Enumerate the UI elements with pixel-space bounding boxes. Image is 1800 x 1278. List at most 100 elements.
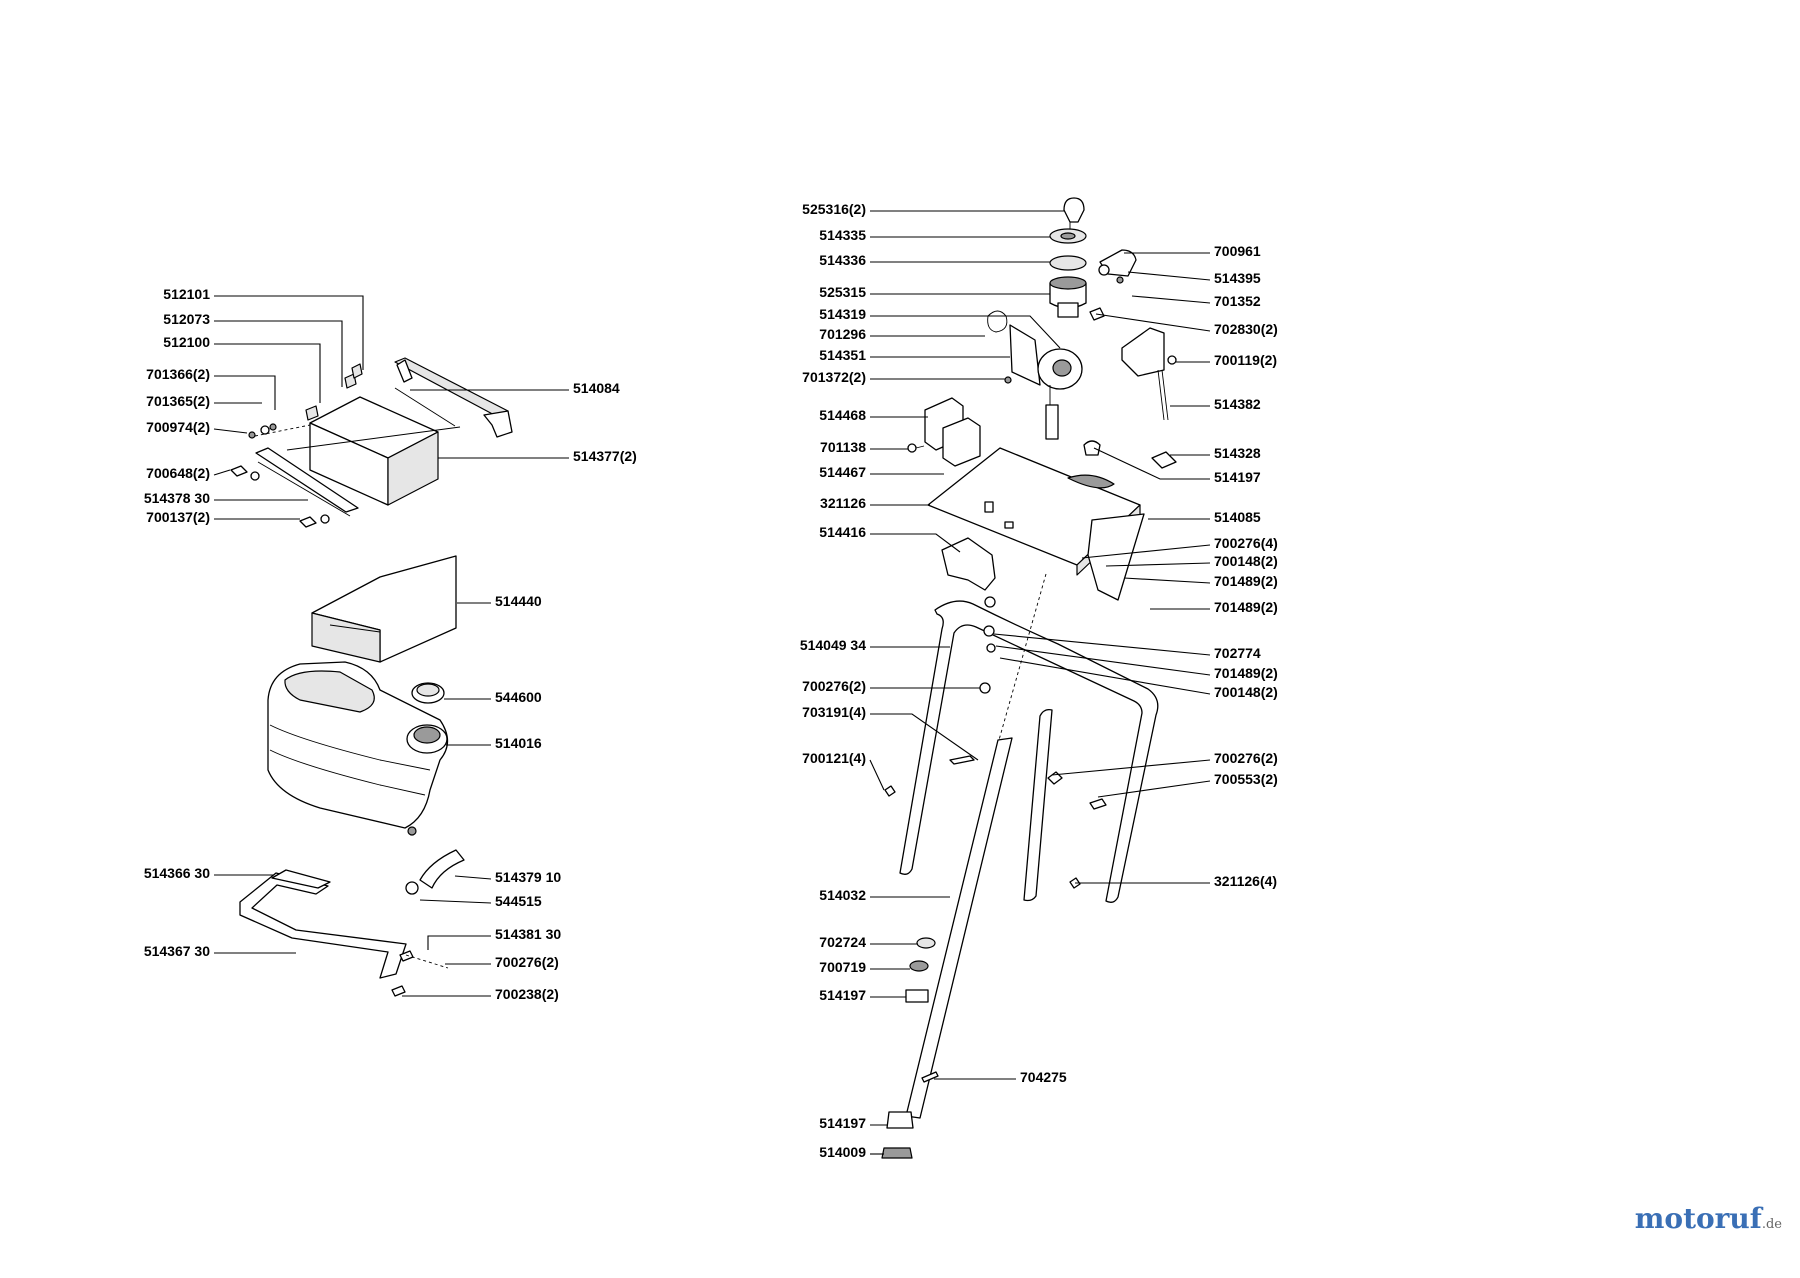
- right-part-number-label: 701489(2): [1214, 665, 1278, 681]
- right-part-number-label: 700121(4): [802, 750, 866, 766]
- right-part-number-label: 514032: [819, 887, 866, 903]
- right-part-number-label: 704275: [1020, 1069, 1067, 1085]
- left-part-number-label: 514379 10: [495, 869, 561, 885]
- left-leader-line: [214, 295, 364, 370]
- choke-lever-assembly: [1083, 249, 1177, 469]
- handlebar: [884, 537, 1159, 903]
- right-part-number-label: 514328: [1214, 445, 1261, 461]
- right-part-number-label: 701489(2): [1214, 599, 1278, 615]
- right-leader-line: [1081, 544, 1211, 559]
- dash-plate: [927, 447, 1145, 601]
- left-part-number-label: 544515: [495, 893, 542, 909]
- left-part-number-label: 544600: [495, 689, 542, 705]
- right-part-number-label: 514335: [819, 227, 866, 243]
- right-part-number-label: 701296: [819, 326, 866, 342]
- right-part-number-label: 703191(4): [802, 704, 866, 720]
- right-part-number-label: 700119(2): [1214, 352, 1277, 368]
- left-leader-line: [214, 375, 276, 410]
- right-leader-line: [993, 633, 1211, 656]
- left-leader-line: [213, 428, 248, 434]
- battery-cover: [311, 555, 457, 663]
- right-part-number-label: 700553(2): [1214, 771, 1278, 787]
- right-part-number-label: 700961: [1214, 243, 1261, 259]
- right-part-number-label: 702724: [819, 934, 866, 950]
- right-part-number-label: 321126(4): [1214, 873, 1277, 889]
- left-leader-line: [427, 935, 491, 950]
- right-part-number-label: 701138: [820, 439, 866, 455]
- brand-watermark[interactable]: motoruf.de: [1635, 1202, 1782, 1235]
- left-leader-line: [213, 469, 231, 476]
- left-part-number-label: 700974(2): [146, 419, 210, 435]
- right-part-number-label: 700276(4): [1214, 535, 1278, 551]
- right-part-number-label: 514395: [1214, 270, 1261, 286]
- brand-tld: .de: [1761, 1217, 1782, 1232]
- left-part-number-label: 514016: [495, 735, 542, 751]
- right-part-number-label: 514197: [1214, 469, 1261, 485]
- right-callouts: 525316(2) 514335 514336 525315 514319 701296 5…: [800, 201, 1278, 1160]
- left-part-number-label: 514366 30: [144, 865, 210, 881]
- left-leader-line: [214, 343, 321, 403]
- right-part-number-label: 700276(2): [1214, 750, 1278, 766]
- brand-logo-text: motoruf: [1634, 1202, 1762, 1235]
- right-part-number-label: 702830(2): [1214, 321, 1278, 337]
- right-part-number-label: 701352: [1214, 293, 1261, 309]
- left-part-number-label: 512101: [163, 286, 210, 302]
- right-part-number-label: 514197: [819, 987, 866, 1003]
- left-part-number-label: 512100: [163, 334, 210, 350]
- right-leader-line: [1097, 780, 1211, 798]
- right-part-number-label: 700719: [819, 959, 866, 975]
- right-leader-line: [1093, 447, 1210, 480]
- battery-box-assembly: [230, 357, 513, 528]
- right-part-number-label: 514351: [819, 347, 866, 363]
- tank-strap: [239, 849, 465, 997]
- left-leader-line: [454, 875, 492, 880]
- right-part-number-label: 525315: [819, 284, 866, 300]
- right-part-number-label: 700276(2): [802, 678, 866, 694]
- right-part-number-label: 514319: [819, 306, 866, 322]
- right-part-number-label: 514468: [819, 407, 866, 423]
- right-part-number-label: 514009: [819, 1144, 866, 1160]
- right-part-number-label: 321126: [820, 495, 866, 511]
- right-part-number-label: 514416: [819, 524, 866, 540]
- left-part-number-label: 514440: [495, 593, 542, 609]
- right-part-number-label: 514382: [1214, 396, 1261, 412]
- steering-tube: [881, 573, 1047, 1159]
- left-part-number-label: 514378 30: [144, 490, 210, 506]
- left-part-number-label: 514367 30: [144, 943, 210, 959]
- left-part-number-label: 701366(2): [146, 366, 210, 382]
- left-part-number-label: 700276(2): [495, 954, 559, 970]
- relay-assembly: [907, 397, 981, 467]
- left-callouts: 512101512073512100701366(2)701365(2)7009…: [144, 286, 637, 1002]
- right-leader-line: [1105, 562, 1211, 567]
- right-leader-line: [1131, 295, 1211, 304]
- right-part-number-label: 514467: [819, 464, 866, 480]
- right-leader-line: [999, 657, 1211, 695]
- left-part-number-label: 514084: [573, 380, 620, 396]
- right-part-number-label: 701489(2): [1214, 573, 1278, 589]
- left-leader-line: [214, 320, 343, 387]
- right-leader-line: [1051, 759, 1211, 776]
- left-part-number-label: 700137(2): [146, 509, 210, 525]
- right-part-number-label: 525316(2): [802, 201, 866, 217]
- right-part-number-label: 514049 34: [800, 637, 866, 653]
- right-part-number-label: 514085: [1214, 509, 1261, 525]
- right-leader-line: [870, 533, 961, 553]
- right-part-number-label: 514197: [819, 1115, 866, 1131]
- right-leader-line: [1095, 313, 1211, 332]
- right-part-number-label: 700148(2): [1214, 553, 1278, 569]
- right-part-number-label: 701372(2): [802, 369, 866, 385]
- left-leader-line: [419, 899, 492, 904]
- left-part-number-label: 514377(2): [573, 448, 637, 464]
- right-leader-line: [1123, 577, 1211, 584]
- left-part-number-label: 701365(2): [146, 393, 210, 409]
- left-part-number-label: 700238(2): [495, 986, 559, 1002]
- fuel-tank: [267, 661, 449, 836]
- right-leader-line: [870, 713, 979, 761]
- right-part-number-label: 514336: [819, 252, 866, 268]
- right-part-number-label: 702774: [1214, 645, 1261, 661]
- right-part-number-label: 700148(2): [1214, 684, 1278, 700]
- right-leader-line: [870, 315, 1061, 349]
- left-part-number-label: 514381 30: [495, 926, 561, 942]
